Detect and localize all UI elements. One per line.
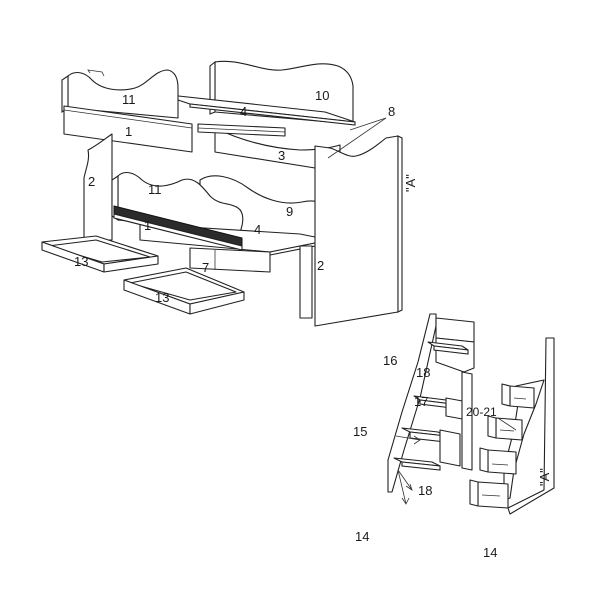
- label-2-right: 2: [317, 258, 324, 273]
- label-1-top: 1: [125, 124, 132, 139]
- bunk-bed-assembly: 11 1 4 10 8 3 2 11 9 1 4 2 7 13 13 "A": [41, 60, 418, 327]
- stair-drawer-1: [501, 383, 535, 409]
- label-10: 10: [315, 88, 329, 103]
- drawer-13-right: [123, 267, 245, 315]
- label-18-top: 18: [416, 365, 430, 380]
- label-a-stairs: "A": [537, 468, 552, 486]
- drawer-13-left: [41, 235, 159, 273]
- label-14-left: 14: [355, 529, 369, 544]
- label-15: 15: [353, 424, 367, 439]
- label-2-left: 2: [88, 174, 95, 189]
- label-1-bottom: 1: [144, 218, 151, 233]
- leader-20-21: [497, 417, 517, 431]
- label-20-21: 20-21: [466, 405, 497, 419]
- staircase-assembly: 16 18 17 20-21 15 18 14 14 "A": [353, 313, 555, 560]
- label-16: 16: [383, 353, 397, 368]
- label-11-bottom: 11: [148, 182, 162, 197]
- label-7: 7: [202, 260, 209, 275]
- stair-drawer-4: [469, 479, 509, 509]
- leader-8-b: [349, 117, 387, 131]
- lower-panel-7: [189, 247, 271, 273]
- label-4-top: 4: [240, 104, 247, 119]
- stair-arrow-18a: [397, 469, 410, 505]
- label-9: 9: [286, 204, 293, 219]
- stair-center-board: [461, 371, 473, 471]
- stair-drawer-2: [487, 415, 523, 441]
- upper-front-rail: [63, 105, 193, 153]
- stair-arrow-18b: [397, 469, 413, 491]
- upper-front-headboard: [67, 69, 179, 119]
- label-8: 8: [388, 104, 395, 119]
- right-side-panel: [299, 245, 313, 319]
- stair-drawer-3: [479, 447, 517, 475]
- label-a-bed: "A": [403, 174, 418, 192]
- label-14-right: 14: [483, 545, 497, 560]
- stair-arrow-15: [395, 435, 421, 445]
- label-18-bottom: 18: [418, 483, 432, 498]
- label-13-right: 13: [155, 290, 169, 305]
- label-4-bottom: 4: [254, 222, 261, 237]
- label-13-left: 13: [74, 254, 88, 269]
- label-11-top: 11: [122, 92, 136, 107]
- upper-side-rail-3: [214, 127, 341, 173]
- leader-8-a: [327, 117, 387, 159]
- label-3: 3: [278, 148, 285, 163]
- stair-riser-b: [439, 429, 461, 467]
- label-17: 17: [414, 394, 428, 409]
- drawer-tower-side: [507, 337, 555, 515]
- end-panel-a: [314, 135, 399, 327]
